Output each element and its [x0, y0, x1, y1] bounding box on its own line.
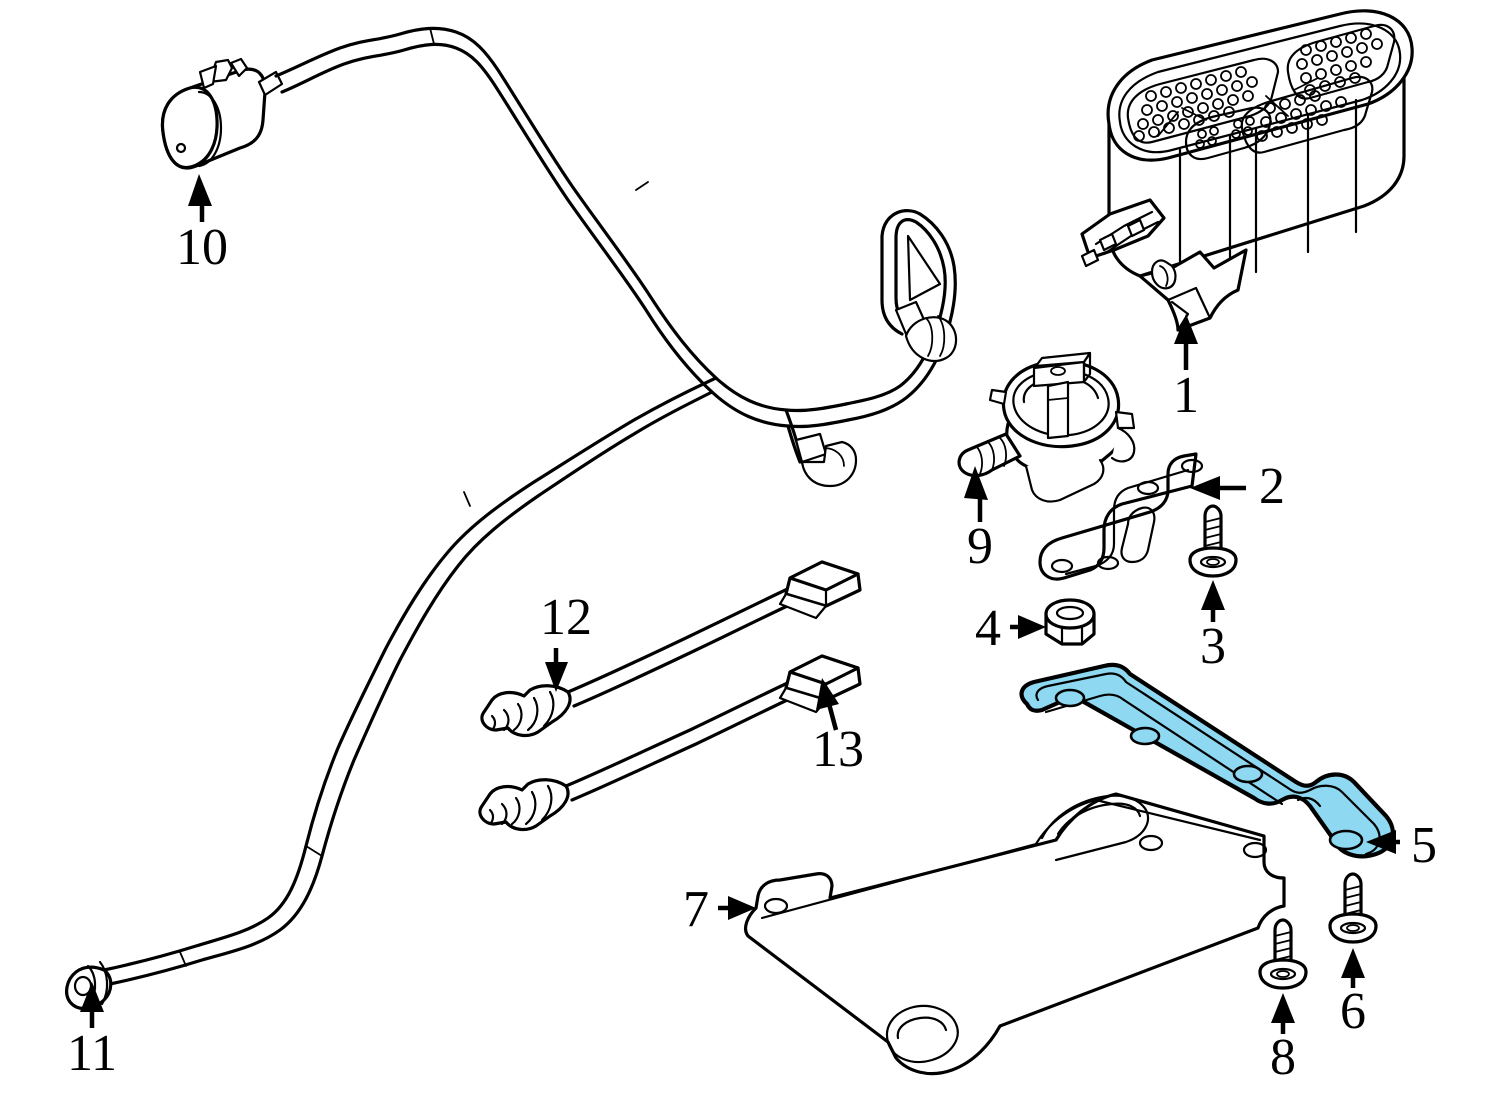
- callout-3[interactable]: 3: [1200, 580, 1226, 675]
- callout-11[interactable]: 11: [67, 982, 117, 1082]
- part-vapor-hose-main[interactable]: [102, 26, 958, 986]
- callout-8[interactable]: 8: [1270, 993, 1296, 1086]
- part-brace-screw-upper[interactable]: [1328, 872, 1378, 944]
- callout-12[interactable]: 12: [540, 589, 592, 692]
- part-purge-valve[interactable]: [957, 351, 1136, 503]
- part-support-brace[interactable]: [1019, 662, 1395, 859]
- part-brace-screw-lower[interactable]: [1258, 918, 1308, 990]
- callout-number-2: 2: [1259, 458, 1285, 515]
- callout-layer: 1 2 3 4 5 6 7: [67, 174, 1437, 1086]
- part-oxygen-sensor-upstream[interactable]: [480, 560, 862, 738]
- callout-number-8: 8: [1270, 1029, 1296, 1086]
- callout-1[interactable]: 1: [1173, 314, 1199, 424]
- callout-2[interactable]: 2: [1190, 458, 1285, 515]
- callout-number-5: 5: [1411, 817, 1437, 874]
- callout-4[interactable]: 4: [975, 600, 1046, 657]
- callout-6[interactable]: 6: [1340, 948, 1366, 1040]
- callout-13[interactable]: 13: [812, 678, 864, 778]
- callout-number-13: 13: [812, 721, 864, 778]
- callout-5[interactable]: 5: [1366, 817, 1437, 874]
- part-vapor-canister[interactable]: [1080, 9, 1414, 332]
- callout-number-12: 12: [540, 589, 592, 646]
- part-canister-mounting-bracket[interactable]: [1038, 452, 1204, 581]
- part-hex-nut[interactable]: [1044, 598, 1096, 646]
- part-oxygen-sensor-downstream[interactable]: [478, 654, 862, 832]
- callout-number-1: 1: [1173, 367, 1199, 424]
- callout-number-6: 6: [1340, 983, 1366, 1040]
- callout-number-7: 7: [683, 881, 709, 938]
- callout-number-3: 3: [1200, 618, 1226, 675]
- part-leak-detection-pump[interactable]: [160, 57, 284, 170]
- callout-9[interactable]: 9: [964, 466, 993, 575]
- callout-number-4: 4: [975, 600, 1001, 657]
- callout-7[interactable]: 7: [683, 881, 756, 938]
- callout-10[interactable]: 10: [176, 174, 228, 276]
- part-heat-shield[interactable]: [743, 792, 1286, 1076]
- callout-number-9: 9: [967, 518, 993, 575]
- callout-number-11: 11: [67, 1025, 117, 1082]
- callout-number-10: 10: [176, 219, 228, 276]
- part-bracket-screw[interactable]: [1188, 504, 1238, 578]
